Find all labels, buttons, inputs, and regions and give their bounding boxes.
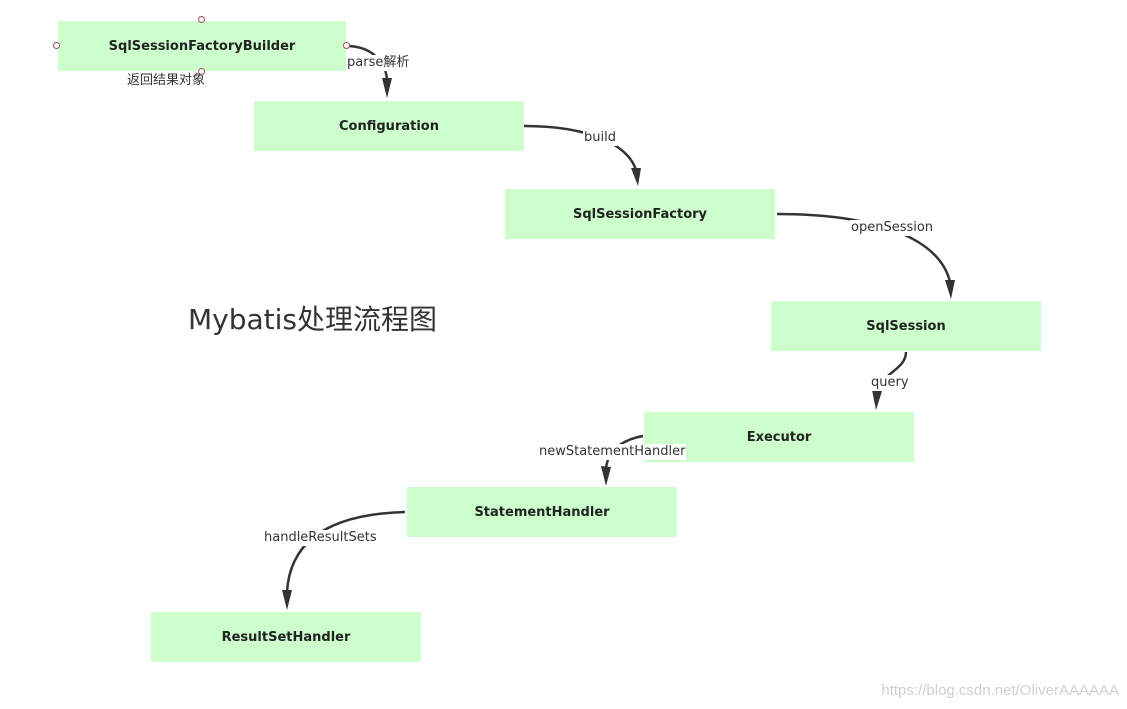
arrow-head-opensession (945, 280, 955, 299)
edge-label-opensession: openSession (850, 220, 935, 236)
edge-label-handleresultsets: handleResultSets (263, 530, 378, 546)
edge-label-parse: parse解析 (346, 55, 411, 71)
edge-build (523, 124, 638, 171)
node-label: ResultSetHandler (221, 629, 351, 645)
node-executor[interactable]: Executor (644, 412, 914, 462)
node-sqlsessionfactorybuilder[interactable]: SqlSessionFactoryBuilder (58, 21, 346, 71)
resize-handle-left[interactable] (53, 42, 60, 49)
edge-handleresultsets (285, 510, 406, 593)
node-configuration[interactable]: Configuration (254, 101, 524, 151)
node-sqlsession[interactable]: SqlSession (771, 301, 1041, 351)
node-label: Configuration (339, 118, 439, 134)
edge-label-query: query (870, 375, 910, 391)
node-label: SqlSession (866, 318, 946, 334)
diagram-title: Mybatis处理流程图 (188, 303, 438, 336)
arrow-head-newstatementhandler (601, 466, 611, 486)
arrow-head-build (631, 168, 641, 186)
node-label: SqlSessionFactoryBuilder (108, 38, 296, 54)
resize-handle-top[interactable] (198, 16, 205, 23)
resize-handle-bottom[interactable] (198, 68, 205, 75)
edge-label-newstatementhandler: newStatementHandler (538, 444, 687, 460)
resize-handle-right[interactable] (343, 42, 350, 49)
node-sqlsessionfactory[interactable]: SqlSessionFactory (505, 189, 775, 239)
arrow-head-parse (382, 78, 392, 98)
node-label: SqlSessionFactory (572, 206, 708, 222)
node-resultsethandler[interactable]: ResultSetHandler (151, 612, 421, 662)
edge-label-build: build (583, 130, 617, 146)
edge-label-return-result: 返回结果对象 (127, 73, 206, 88)
arrow-head-query (872, 390, 882, 410)
node-label: StatementHandler (474, 504, 610, 520)
node-statementhandler[interactable]: StatementHandler (407, 487, 677, 537)
node-label: Executor (746, 429, 812, 445)
arrow-head-handleresultsets (282, 590, 292, 610)
watermark: https://blog.csdn.net/OliverAAAAAA (881, 682, 1119, 699)
